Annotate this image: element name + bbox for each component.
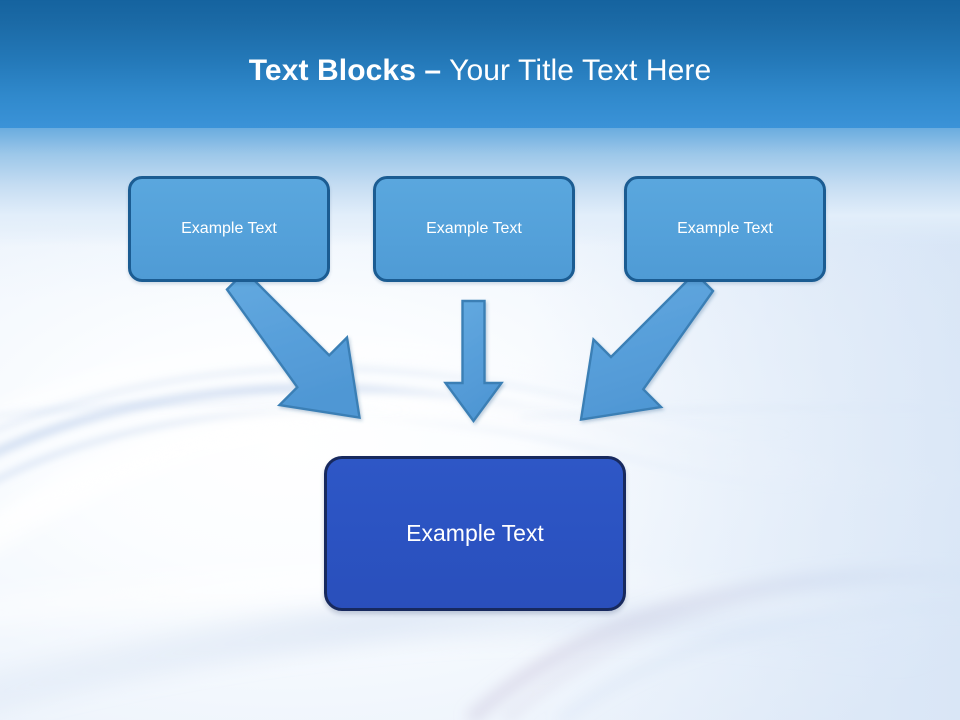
text-block-2[interactable]: Example Text	[373, 176, 575, 282]
text-block-1-label: Example Text	[181, 220, 277, 237]
text-block-2-label: Example Text	[426, 220, 522, 237]
page-title-light: Your Title Text Here	[441, 54, 712, 87]
text-block-result-label: Example Text	[406, 520, 544, 546]
text-block-3[interactable]: Example Text	[624, 176, 826, 282]
page-title: Text Blocks – Your Title Text Here	[0, 52, 960, 90]
text-block-3-label: Example Text	[677, 220, 773, 237]
text-block-1[interactable]: Example Text	[128, 176, 330, 282]
header-band	[0, 0, 960, 128]
text-block-result[interactable]: Example Text	[324, 456, 626, 611]
page-title-strong: Text Blocks –	[248, 54, 442, 87]
